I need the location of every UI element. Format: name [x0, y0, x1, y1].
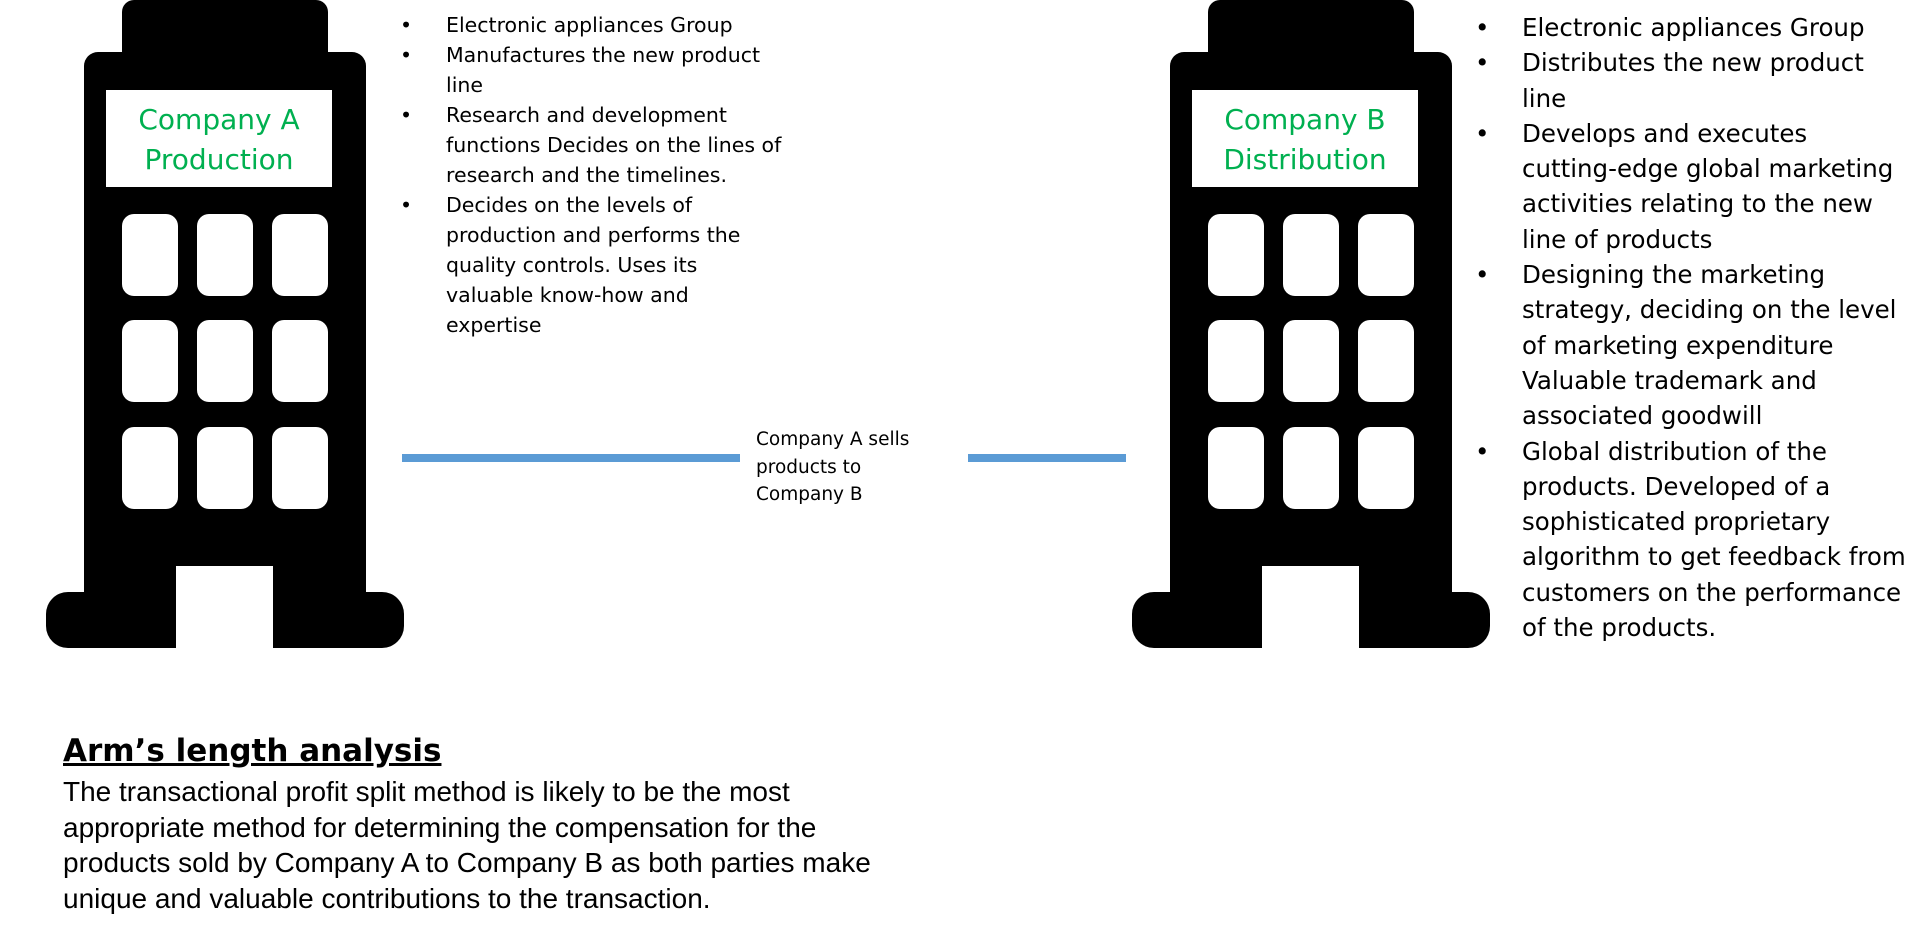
company-b-bullet: Distributes the new product line	[1475, 45, 1906, 116]
connector-line-left	[402, 454, 740, 462]
company-b-bullet: Electronic appliances Group	[1475, 10, 1906, 46]
company-a-name: Company A	[138, 103, 300, 136]
analysis-heading: Arm’s length analysis	[63, 733, 442, 769]
company-a-role: Production	[144, 143, 294, 176]
connector-label: Company A sells products to Company B	[756, 429, 910, 505]
connector-line-right	[968, 454, 1126, 462]
company-b-label: Company B Distribution	[1192, 90, 1418, 187]
company-a-label: Company A Production	[106, 90, 332, 187]
company-b-building: Company B Distribution	[1132, 0, 1490, 648]
company-a-bullet-list: Electronic appliances Group Manufactures…	[400, 10, 786, 340]
company-a-bullet: Decides on the levels of production and …	[400, 190, 786, 340]
company-b-bullet: Designing the marketing strategy, decidi…	[1475, 257, 1906, 433]
building-a-icon	[46, 0, 404, 648]
building-b-icon	[1132, 0, 1490, 648]
company-b-bullet-list: Electronic appliances Group Distributes …	[1475, 10, 1906, 646]
company-b-bullet: Develops and executes cutting-edge globa…	[1475, 116, 1906, 257]
company-b-name: Company B	[1224, 103, 1386, 136]
company-a-building: Company A Production	[46, 0, 404, 648]
company-a-bullet: Manufactures the new product line	[400, 40, 786, 100]
company-b-bullet: Global distribution of the products. Dev…	[1475, 434, 1906, 646]
analysis-body: The transactional profit split method is…	[63, 776, 871, 914]
company-a-bullet: Electronic appliances Group	[400, 10, 786, 40]
company-a-bullet: Research and development functions Decid…	[400, 100, 786, 190]
company-b-role: Distribution	[1223, 143, 1387, 176]
